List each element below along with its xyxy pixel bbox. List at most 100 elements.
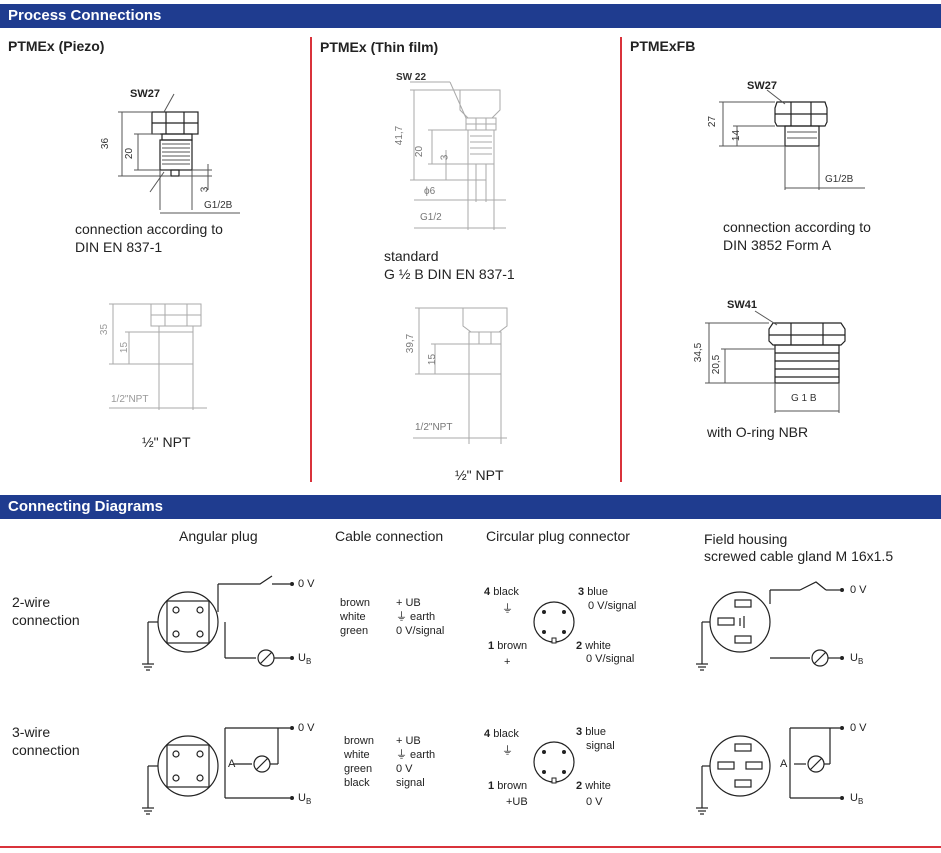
fb-g1b-drawing: SW41 34,5 20,5 G 1 B: [693, 295, 865, 415]
thinfilm-sw-label: SW 22: [396, 72, 427, 83]
row2-cable-color: black: [344, 777, 370, 789]
header-circular-plug: Circular plug connector: [486, 528, 630, 544]
row1-cable-color: green: [340, 625, 369, 637]
row2-plug-a: A: [228, 758, 236, 770]
fb-caption-1: connection according to: [723, 219, 871, 235]
row2-cable-signal: signal: [396, 777, 425, 789]
thinfilm-npt-drawing: 39,7 15 1/2"NPT: [405, 306, 545, 446]
piezo-npt-thread: 1/2"NPT: [111, 394, 149, 405]
row1-circ-pin4: 4 black: [484, 586, 519, 598]
row2-field-a: A: [780, 758, 788, 770]
row2-cable-color: white: [344, 749, 370, 761]
row2-label-2: connection: [12, 742, 80, 758]
row2-plug-ov: 0 V: [298, 722, 315, 734]
fb2-thread: G 1 B: [791, 393, 817, 404]
thinfilm-dim-20: 20: [414, 145, 426, 158]
row1-field-housing-diagram: 0 V UB: [690, 572, 890, 672]
row2-field-housing-diagram: 0 V A UB: [690, 718, 890, 818]
header-angular-plug: Angular plug: [179, 528, 258, 544]
piezo-dim-20: 20: [124, 147, 136, 160]
piezo-npt-drawing: 35 15 1/2"NPT: [95, 298, 245, 418]
row1-circ-pin2-signal: 0 V/signal: [586, 653, 635, 665]
row1-circ-pin1-signal: +: [504, 656, 511, 668]
header-field-housing: Field housing: [704, 531, 788, 547]
row2-circ-pin3-signal: signal: [586, 740, 615, 752]
row2-cable-signal: + UB: [396, 735, 421, 747]
thinfilm-npt-caption: ½" NPT: [455, 467, 504, 483]
row2-circ-pin4: 4 black: [484, 728, 519, 740]
row2-circ-pin1-signal: +UB: [506, 796, 528, 808]
column-divider-2: [620, 37, 622, 482]
row1-cable-color: white: [340, 611, 366, 623]
fb-sw-label: SW27: [747, 80, 777, 92]
row1-cable-signals: + UB ⏚ earth 0 V/signal: [396, 596, 444, 638]
fb-dim-27: 27: [707, 115, 719, 128]
connecting-diagrams-header: Connecting Diagrams: [0, 495, 941, 519]
row1-circ-pin3-signal: 0 V/signal: [588, 600, 637, 612]
row2-plug-ub: UB: [298, 792, 312, 807]
thinfilm-caption-1: standard: [384, 248, 439, 264]
row2-label-1: 3-wire: [12, 724, 51, 740]
fb-caption-2: DIN 3852 Form A: [723, 237, 832, 253]
thinfilm-npt-thread: 1/2"NPT: [415, 422, 453, 433]
fb-thread: G1/2B: [825, 174, 854, 185]
row1-circular-diagram: 4 black ⏚ 3 blue 0 V/signal 1 brown + 2 …: [480, 580, 650, 680]
header-cable-gland: screwed cable gland M 16x1.5: [704, 548, 894, 564]
row1-field-ov: 0 V: [850, 584, 867, 596]
process-connections-header: Process Connections: [0, 4, 941, 28]
bottom-divider: [0, 846, 941, 848]
row2-circ-pin1: 1 brown: [488, 780, 528, 792]
fb2-caption: with O-ring NBR: [707, 424, 809, 440]
row1-label-2: connection: [12, 612, 80, 628]
row1-field-ub: UB: [850, 652, 864, 667]
thinfilm-npt-dim-397: 39,7: [405, 333, 417, 354]
piezo-npt-dim-15: 15: [119, 341, 131, 354]
piezo-caption-2: DIN EN 837-1: [75, 239, 163, 255]
row2-field-ov: 0 V: [850, 722, 867, 734]
thinfilm-npt-dim-15: 15: [427, 353, 439, 366]
piezo-g12b-drawing: SW27 36 20 3 G1/2B: [100, 80, 250, 220]
fb-g12b-drawing: SW27 27 14 G1/2B: [705, 78, 875, 198]
thinfilm-thread: G1/2: [420, 212, 442, 223]
row1-circ-pin2: 2 white: [576, 640, 611, 652]
row2-circ-pin2-signal: 0 V: [586, 796, 603, 808]
piezo-thread: G1/2B: [204, 200, 233, 211]
piezo-caption-1: connection according to: [75, 221, 223, 237]
piezo-npt-dim-35: 35: [99, 323, 111, 336]
row1-circ-pin1: 1 brown: [488, 640, 528, 652]
piezo-npt-caption: ½" NPT: [142, 434, 191, 450]
col2-title: PTMEx (Thin film): [320, 39, 439, 55]
row1-angular-plug-diagram: 0 V UB: [130, 572, 330, 672]
row1-cable-colors: brown white green: [340, 596, 370, 638]
row2-angular-plug-diagram: 0 V A UB: [130, 718, 330, 818]
row2-cable-color: green: [344, 763, 373, 775]
ground-icon: ⏚: [502, 745, 513, 757]
row1-circ-pin3: 3 blue: [578, 586, 608, 598]
ground-icon: ⏚: [502, 603, 513, 615]
fb2-dim-345: 34,5: [693, 342, 705, 363]
piezo-dim-36: 36: [100, 137, 112, 150]
thinfilm-caption-2: G ½ B DIN EN 837-1: [384, 266, 515, 282]
thinfilm-dim-417: 41,7: [394, 125, 406, 146]
row2-circular-diagram: 4 black ⏚ 3 blue signal 1 brown +UB 2 wh…: [480, 722, 650, 822]
row1-cable-signal: ⏚ earth: [396, 611, 436, 623]
column-divider-1: [310, 37, 312, 482]
header-cable-connection: Cable connection: [335, 528, 444, 544]
row2-circ-pin3: 3 blue: [576, 726, 606, 738]
row1-plug-ub: UB: [298, 652, 312, 667]
row2-field-ub: UB: [850, 792, 864, 807]
col1-title: PTMEx (Piezo): [8, 38, 105, 54]
row1-cable-signal: + UB: [396, 597, 421, 609]
row2-cable-signal: 0 V: [396, 763, 413, 775]
piezo-sw-label: SW27: [130, 88, 160, 100]
col3-title: PTMExFB: [630, 38, 696, 54]
row1-plug-ov: 0 V: [298, 578, 315, 590]
fb2-dim-205: 20,5: [711, 354, 723, 375]
row2-cable-signal: ⏚ earth: [396, 749, 436, 761]
fb2-sw-label: SW41: [727, 299, 757, 311]
row2-cable-color: brown: [344, 735, 374, 747]
row1-cable-signal: 0 V/signal: [396, 625, 445, 637]
row2-cable-colors: brown white green black: [344, 734, 374, 790]
row2-circ-pin2: 2 white: [576, 780, 611, 792]
thinfilm-dim-3: 3: [439, 154, 451, 161]
